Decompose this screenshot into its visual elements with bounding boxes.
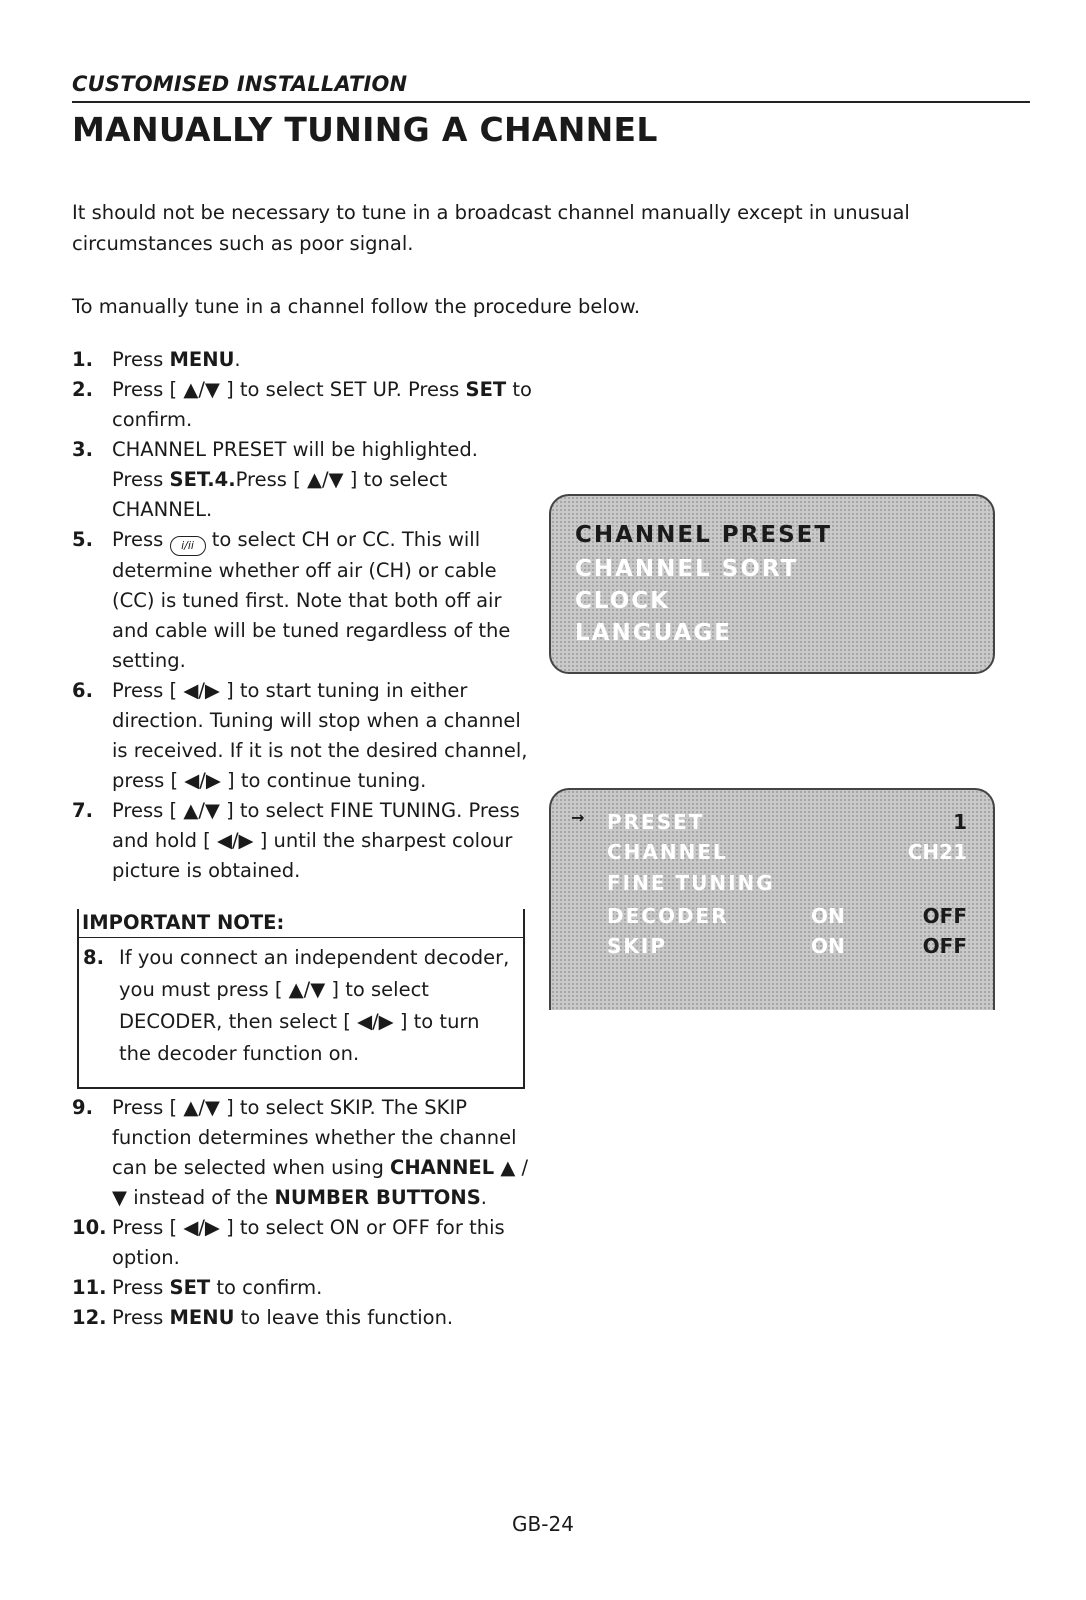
- osd-row-label: CHANNEL: [607, 840, 728, 864]
- step-12: 12. Press MENU to leave this function.: [72, 1303, 542, 1333]
- step-5: 5. Press i/ii to select CH or CC. This w…: [72, 525, 532, 676]
- step-text: Press: [112, 528, 164, 551]
- step-7: 7. Press [ ▲/▼ ] to select FINE TUNING. …: [72, 796, 532, 886]
- note-heading: IMPORTANT NOTE:: [79, 909, 523, 938]
- step-number: 1.: [72, 348, 93, 371]
- osd-row-value: OFF: [922, 904, 967, 928]
- step-keyword: CHANNEL: [390, 1156, 495, 1179]
- step-number: 6.: [72, 679, 93, 702]
- step-9: 9. Press [ ▲/▼ ] to select SKIP. The SKI…: [72, 1093, 542, 1213]
- step-text: .: [480, 1186, 487, 1209]
- page-title: MANUALLY TUNING A CHANNEL: [72, 110, 658, 149]
- step-1: 1. Press MENU.: [72, 345, 532, 375]
- osd-row-option: ON: [811, 904, 845, 928]
- page-number: GB-24: [512, 1512, 574, 1536]
- step-number: 5.: [72, 528, 93, 551]
- step-keyword: SET: [465, 378, 507, 401]
- osd-row-label: SKIP: [607, 934, 668, 958]
- step-keyword: MENU: [169, 1306, 235, 1329]
- osd-menu-item: CLOCK: [575, 588, 670, 614]
- step-text: Press [ ◀/▶ ] to select ON or OFF for th…: [112, 1216, 505, 1269]
- channel-preset-screen: → PRESET 1 CHANNEL CH21 FINE TUNING DECO…: [549, 788, 995, 1010]
- note-body: 8. If you connect an independent decoder…: [79, 938, 523, 1070]
- step-text: to select CH or CC. This will determine …: [112, 528, 511, 672]
- step-text: to confirm.: [112, 378, 532, 431]
- step-text: to confirm.: [210, 1276, 323, 1299]
- step-11: 11. Press SET to confirm.: [72, 1273, 542, 1303]
- step-text: to leave this function.: [234, 1306, 454, 1329]
- step-number: 9.: [72, 1096, 93, 1119]
- step-number: 10.: [72, 1216, 107, 1239]
- step-text: Press [ ▲/▼ ] to select CHANNEL.: [112, 468, 448, 521]
- step-text: Press [ ▲/▼ ] to select FINE TUNING. Pre…: [112, 799, 520, 882]
- step-number: 12.: [72, 1306, 107, 1329]
- step-text: Press [ ◀/▶ ] to start tuning in either …: [112, 679, 528, 792]
- osd-row-value: CH21: [907, 840, 967, 864]
- procedure-intro: To manually tune in a channel follow the…: [72, 295, 641, 318]
- important-note-box: IMPORTANT NOTE: 8. If you connect an ind…: [77, 909, 525, 1089]
- i-ii-button-icon: i/ii: [169, 536, 206, 556]
- step-number: 11.: [72, 1276, 107, 1299]
- step-number: 7.: [72, 799, 93, 822]
- step-keyword: NUMBER BUTTONS: [274, 1186, 481, 1209]
- step-number: 2.: [72, 378, 93, 401]
- step-10: 10. Press [ ◀/▶ ] to select ON or OFF fo…: [72, 1213, 542, 1273]
- step-6: 6. Press [ ◀/▶ ] to start tuning in eith…: [72, 676, 532, 796]
- step-3: 3. CHANNEL PRESET will be highlighted. P…: [72, 435, 532, 525]
- osd-row-value: OFF: [922, 934, 967, 958]
- setup-menu-screen: CHANNEL PRESET CHANNEL SORT CLOCK LANGUA…: [549, 494, 995, 674]
- header-rule: [72, 101, 1030, 103]
- arrow-right-icon: →: [571, 808, 585, 827]
- step-keyword: SET: [169, 1276, 211, 1299]
- step-text: Press: [112, 348, 170, 371]
- step-number: 8.: [83, 946, 104, 969]
- section-label: CUSTOMISED INSTALLATION: [72, 72, 408, 96]
- osd-menu-item: CHANNEL SORT: [575, 556, 799, 582]
- step-text: Press: [112, 1306, 170, 1329]
- step-text: .: [234, 348, 241, 371]
- step-text: Press: [112, 468, 170, 491]
- step-2: 2. Press [ ▲/▼ ] to select SET UP. Press…: [72, 375, 532, 435]
- step-text: Press: [112, 1276, 170, 1299]
- step-text: ▲ / ▼ instead of the: [112, 1156, 529, 1209]
- step-keyword: MENU: [169, 348, 235, 371]
- osd-row-option: ON: [811, 934, 845, 958]
- osd-row-label: FINE TUNING: [607, 871, 775, 895]
- osd-menu-item: LANGUAGE: [575, 620, 732, 646]
- step-number: 3.: [72, 438, 93, 461]
- steps-list: 1. Press MENU. 2. Press [ ▲/▼ ] to selec…: [72, 345, 532, 886]
- osd-row-label: DECODER: [607, 904, 729, 928]
- steps-list-continued: 9. Press [ ▲/▼ ] to select SKIP. The SKI…: [72, 1093, 542, 1333]
- osd-menu-item-selected: CHANNEL PRESET: [575, 522, 833, 548]
- step-keyword: SET.4.: [169, 468, 236, 491]
- step-text: Press [ ▲/▼ ] to select SKIP. The SKIP f…: [112, 1096, 517, 1179]
- intro-paragraph: It should not be necessary to tune in a …: [72, 201, 910, 255]
- step-text: Press [ ▲/▼ ] to select SET UP. Press: [112, 378, 466, 401]
- osd-row-value: 1: [953, 810, 967, 834]
- note-text: If you connect an independent decoder, y…: [119, 946, 510, 1065]
- step-text: CHANNEL PRESET will be highlighted.: [112, 438, 478, 461]
- osd-row-label: PRESET: [607, 810, 705, 834]
